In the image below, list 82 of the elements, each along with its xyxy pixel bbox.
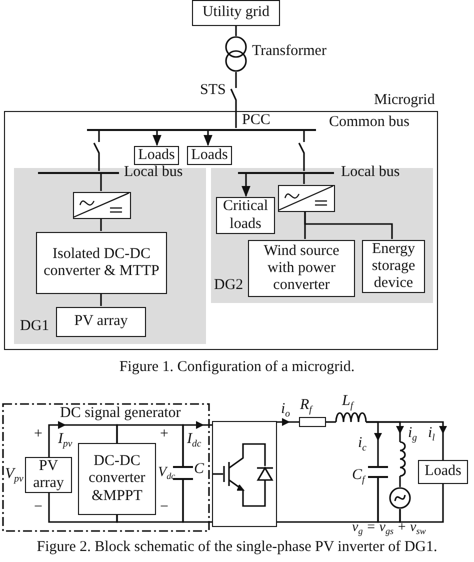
group-title: DG1 bbox=[20, 319, 50, 334]
resistor-symbol bbox=[299, 417, 326, 427]
annotation-label: + bbox=[34, 427, 42, 442]
block-label: PV array bbox=[74, 313, 128, 331]
converter-box bbox=[36, 232, 167, 294]
edge-label: i$_{g}$ bbox=[408, 426, 418, 444]
block-label: Loads bbox=[138, 146, 175, 164]
generator-frame bbox=[2, 403, 210, 532]
wire bbox=[235, 26, 237, 36]
edge-label: i$_{o}$ bbox=[281, 402, 290, 420]
edge-label: I$_{pv}$ bbox=[58, 432, 72, 450]
arrow bbox=[182, 421, 212, 466]
block-label: PV array bbox=[32, 458, 65, 492]
arrow bbox=[204, 130, 212, 146]
figure-caption: Figure 2. Block schematic of the single-phase PV inverter of DG1. bbox=[36, 540, 438, 555]
component-label: L$_{f}$ bbox=[342, 394, 354, 412]
component-label: V$_{pv}$ bbox=[5, 467, 24, 484]
pv-array-box bbox=[25, 457, 72, 493]
wind-source-box bbox=[248, 240, 355, 297]
transformer-symbol bbox=[224, 36, 248, 72]
annotation-label: v$_{g}$ = v$_{gs}$ + v$_{sw}$ bbox=[352, 521, 426, 536]
wire bbox=[100, 173, 102, 191]
wire bbox=[93, 129, 100, 172]
load-box bbox=[187, 146, 232, 165]
arrow bbox=[152, 130, 162, 146]
inverter-symbol bbox=[278, 185, 335, 212]
wire bbox=[399, 484, 444, 523]
wire bbox=[48, 493, 118, 523]
wire bbox=[182, 480, 212, 523]
edge-label: I$_{dc}$ bbox=[187, 432, 202, 450]
wire bbox=[304, 211, 393, 239]
arrow bbox=[277, 418, 299, 426]
arrow bbox=[366, 421, 447, 460]
pv-array-box bbox=[56, 307, 146, 337]
wire bbox=[298, 129, 305, 172]
load-box bbox=[134, 146, 179, 165]
capacitor-symbol bbox=[173, 466, 193, 480]
inductor-symbol bbox=[336, 412, 366, 422]
group-title: Microgrid bbox=[374, 93, 435, 108]
block-label: Utility grid bbox=[202, 4, 270, 22]
annotation-label: STS bbox=[200, 83, 226, 98]
bus-label: Local bus bbox=[341, 165, 400, 180]
annotation-label: − bbox=[160, 500, 168, 515]
bus-label: Common bus bbox=[329, 115, 410, 130]
block-label: Energy storage device bbox=[370, 240, 416, 292]
arrow bbox=[242, 173, 250, 198]
group-title: DC signal generator bbox=[60, 406, 181, 421]
annotation-label: − bbox=[34, 500, 42, 515]
annotation-label: PCC bbox=[242, 113, 270, 128]
edge-label: i$_{c}$ bbox=[358, 436, 366, 454]
component-label: Transformer bbox=[252, 44, 326, 59]
wire bbox=[399, 476, 401, 487]
edge-label: i$_{l}$ bbox=[428, 426, 435, 444]
block-label: DC-DC converter &MPPT bbox=[88, 453, 146, 505]
wire bbox=[326, 421, 336, 423]
wire bbox=[230, 71, 237, 129]
converter-box bbox=[78, 443, 156, 515]
figure-caption: Figure 1. Configuration of a microgrid. bbox=[118, 360, 356, 375]
bus-label: Local bus bbox=[124, 165, 183, 180]
wire bbox=[377, 478, 401, 523]
block-label: Loads bbox=[424, 463, 462, 481]
wire bbox=[100, 293, 102, 306]
component-label: C bbox=[194, 462, 204, 477]
inverter-symbol bbox=[73, 192, 131, 219]
inverter-bridge-symbol bbox=[212, 421, 277, 527]
wire bbox=[303, 173, 305, 184]
block-label: Wind source with power converter bbox=[262, 242, 340, 294]
block-label: Critical loads bbox=[222, 198, 269, 233]
annotation-label: + bbox=[160, 427, 168, 442]
block-label: Loads bbox=[191, 146, 228, 164]
storage-box bbox=[362, 240, 425, 293]
component-label: C$_{f}$ bbox=[352, 468, 365, 486]
grid-box bbox=[192, 0, 280, 26]
arrow bbox=[48, 421, 118, 457]
block-label: Isolated DC-DC converter & MTTP bbox=[42, 246, 160, 280]
wire bbox=[100, 218, 102, 231]
load-box bbox=[216, 197, 275, 234]
ac-source-symbol bbox=[389, 487, 411, 509]
load-box bbox=[418, 460, 468, 484]
capacitor-symbol bbox=[368, 466, 388, 478]
component-label: R$_{f}$ bbox=[300, 398, 312, 416]
group-title: DG2 bbox=[214, 278, 244, 293]
